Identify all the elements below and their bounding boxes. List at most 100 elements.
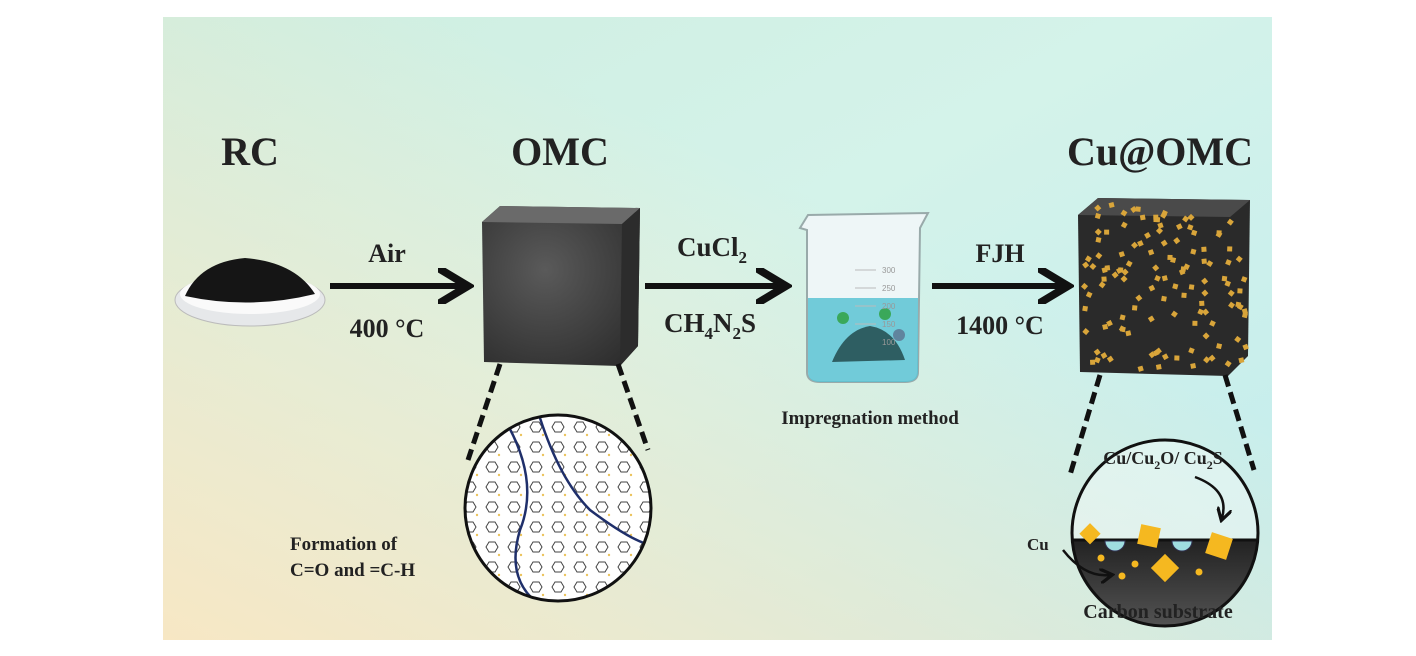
cu-particle <box>1137 240 1144 247</box>
cu-particle <box>1154 275 1161 282</box>
cu-particle <box>1089 262 1097 271</box>
cu-particle <box>1160 239 1168 247</box>
cu-particle <box>1242 343 1249 351</box>
cu-particle <box>1152 264 1160 272</box>
cu-particle <box>1093 348 1101 356</box>
cu-particle <box>1224 360 1232 368</box>
cu-particle <box>1201 277 1209 285</box>
cu-particle <box>1173 237 1181 245</box>
cu-particle <box>1120 221 1128 229</box>
cu-label: Cu <box>1027 535 1049 554</box>
cu-particle <box>1241 312 1248 319</box>
cu-particle <box>1240 276 1248 283</box>
cu-particle <box>1237 288 1243 294</box>
cu-species-label: Cu/Cu2O/ Cu2S <box>1103 448 1223 472</box>
cu-particle <box>1094 212 1102 220</box>
cu-particle <box>1104 265 1111 271</box>
cu-particle <box>1187 224 1194 231</box>
cu-particle <box>1197 308 1204 316</box>
cu-particle <box>1182 215 1190 223</box>
cu-particle <box>1153 214 1159 220</box>
cu-particle <box>1155 364 1162 370</box>
cu-particle <box>1139 214 1146 221</box>
cu-particle <box>1137 365 1144 372</box>
cu-particle <box>1125 330 1132 337</box>
cu-particle <box>1215 231 1223 238</box>
cu-particle <box>1131 241 1139 249</box>
cu-particle <box>1216 343 1223 350</box>
cu-particle <box>1118 325 1126 333</box>
cu-particle <box>1120 209 1128 217</box>
cu-particle <box>1188 347 1195 354</box>
cu-particle <box>1147 249 1155 256</box>
cu-particle <box>1235 255 1243 263</box>
cu-particle <box>1120 275 1128 283</box>
cu-particle <box>1202 332 1210 340</box>
cu-particle <box>1082 261 1090 269</box>
cu-particle <box>1094 204 1102 212</box>
cu-particle <box>1175 223 1183 231</box>
step3-method-fjh: FJH <box>975 239 1024 268</box>
cu-particle <box>1102 323 1109 330</box>
cu-particle <box>1155 227 1163 235</box>
cu-particle <box>1144 231 1151 239</box>
cu-particle <box>1106 355 1114 363</box>
cu-particle <box>1190 362 1197 369</box>
cu-particle <box>1095 236 1102 243</box>
cu-particle <box>1094 228 1102 236</box>
cu-particle <box>1208 354 1216 362</box>
cu-particle <box>1199 300 1205 306</box>
powder-pile <box>832 326 905 362</box>
cu-particle <box>1135 294 1143 302</box>
cu-particle <box>1202 308 1210 316</box>
cu-particle <box>1131 305 1138 311</box>
cu-particle <box>1095 252 1103 260</box>
cu-particle <box>1167 254 1173 260</box>
cu-particle <box>1228 301 1236 309</box>
svg-text:150: 150 <box>882 320 896 329</box>
cu-particle <box>1201 289 1209 297</box>
cu-particle <box>1174 355 1180 361</box>
cu-particle <box>1118 251 1125 258</box>
cu-particle <box>1080 282 1089 290</box>
omc-detail-line1: Formation of <box>290 534 398 555</box>
cu-particle <box>1118 267 1124 273</box>
step2-reagent-thiourea: CH4N2S <box>664 308 756 343</box>
cu-particle <box>1209 320 1216 327</box>
cu-particle <box>1172 283 1179 290</box>
step3-temperature: 1400 °C <box>956 311 1044 340</box>
cu-particle <box>1148 284 1156 292</box>
cu-particle <box>1224 280 1231 287</box>
cu-particle <box>1084 255 1092 263</box>
step1-condition-air: Air <box>368 239 406 268</box>
cu-particle <box>1121 268 1129 276</box>
cu-omc-label: Cu@OMC <box>1067 129 1253 174</box>
cu-particle <box>1157 222 1164 229</box>
carbon-substrate-label: Carbon substrate <box>1083 601 1233 623</box>
cu-particle <box>1190 248 1197 255</box>
cu-particle <box>1161 275 1168 282</box>
cu-particle <box>1147 315 1155 323</box>
cu-particle <box>1226 218 1234 226</box>
cu-particle <box>1183 263 1190 271</box>
cu-particle <box>1227 289 1235 297</box>
svg-text:100: 100 <box>882 338 896 347</box>
cu-particle <box>1104 229 1110 235</box>
cu-particle <box>1188 284 1195 290</box>
cu-omc-cube <box>1078 198 1250 376</box>
cu-particle <box>1161 353 1169 361</box>
cu-particle <box>1181 292 1187 298</box>
omc-magnified-circle <box>463 413 653 603</box>
svg-text:250: 250 <box>882 284 896 293</box>
cu-particle <box>1119 314 1126 321</box>
cu-particle <box>1203 356 1211 364</box>
cu-particle <box>1100 352 1108 359</box>
cu-particle <box>1108 201 1115 209</box>
cu-particle <box>1160 211 1168 219</box>
step2-reagent-cucl2: CuCl2 <box>677 232 747 267</box>
cu-particle <box>1192 320 1198 326</box>
omc-label: OMC <box>511 129 609 174</box>
beaker-caption: Impregnation method <box>781 408 959 429</box>
cu-omc-magnified-circle <box>1062 438 1260 628</box>
